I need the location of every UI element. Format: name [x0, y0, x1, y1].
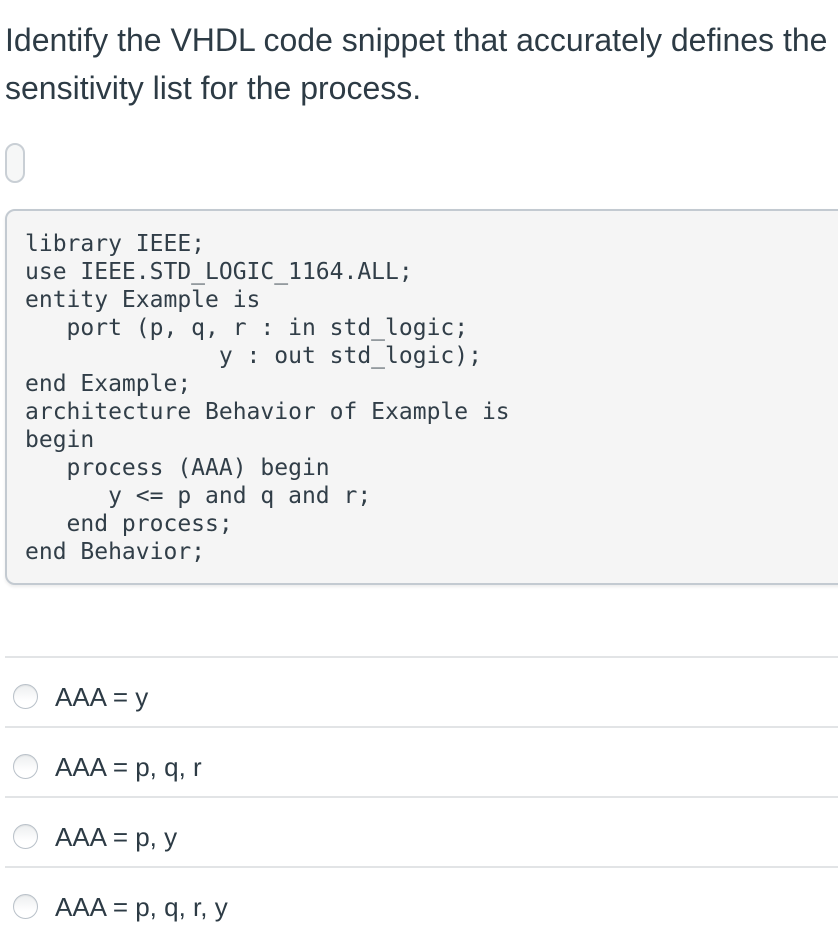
radio-button[interactable] — [13, 824, 38, 849]
answer-option-row[interactable]: AAA = p, q, r, y — [5, 866, 838, 936]
vhdl-code-block: library IEEE; use IEEE.STD_LOGIC_1164.AL… — [5, 209, 838, 585]
answer-option-label[interactable]: AAA = p, y — [55, 821, 178, 852]
question-text: Identify the VHDL code snippet that accu… — [5, 22, 828, 106]
radio-button[interactable] — [13, 684, 38, 709]
answer-option-row[interactable]: AAA = y — [5, 656, 838, 726]
vhdl-code-text: library IEEE; use IEEE.STD_LOGIC_1164.AL… — [25, 231, 510, 565]
pill-placeholder-icon — [5, 143, 25, 183]
radio-button[interactable] — [13, 894, 38, 919]
answer-option-row[interactable]: AAA = p, q, r — [5, 726, 838, 796]
answer-option-label[interactable]: AAA = y — [55, 681, 149, 712]
answer-options-list: AAA = y AAA = p, q, r AAA = p, y AAA = p… — [5, 656, 838, 936]
answer-option-label[interactable]: AAA = p, q, r — [55, 751, 202, 782]
answer-option-label[interactable]: AAA = p, q, r, y — [55, 891, 228, 922]
answer-option-row[interactable]: AAA = p, y — [5, 796, 838, 866]
radio-button[interactable] — [13, 754, 38, 779]
